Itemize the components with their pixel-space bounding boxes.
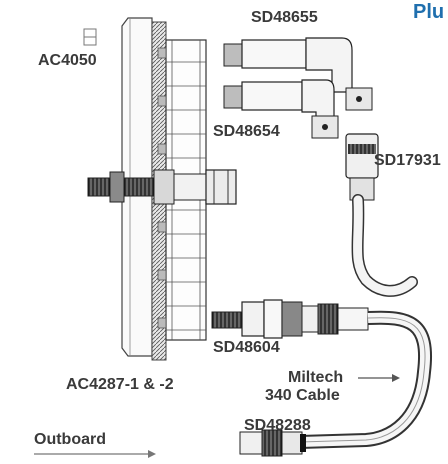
label-sd48654: SD48654	[213, 123, 280, 140]
sd48654-plug	[223, 79, 339, 139]
miltech-340-cable	[299, 310, 432, 449]
sd17931-connector	[345, 133, 418, 297]
outboard-arrow	[34, 450, 156, 458]
label-sd48655: SD48655	[251, 9, 318, 26]
sd48604-plug	[211, 299, 369, 339]
sd48655-plug	[223, 37, 373, 111]
label-sd17931: SD17931	[374, 152, 441, 169]
ac4050-cap-icon	[83, 28, 97, 46]
ac4287-connector-plate	[87, 17, 237, 361]
label-sd48288: SD48288	[244, 417, 311, 434]
label-sd48604: SD48604	[213, 339, 280, 356]
page-title-partial: Plu	[413, 1, 445, 23]
label-miltech-line1: Miltech	[288, 369, 344, 386]
label-outboard: Outboard	[34, 431, 106, 448]
miltech-arrow	[358, 374, 400, 382]
label-ac4287: AC4287-1 & -2	[66, 376, 174, 393]
label-ac4050: AC4050	[38, 52, 97, 69]
label-miltech-line2: 340 Cable	[265, 387, 340, 404]
sd48288-connector	[239, 429, 306, 457]
